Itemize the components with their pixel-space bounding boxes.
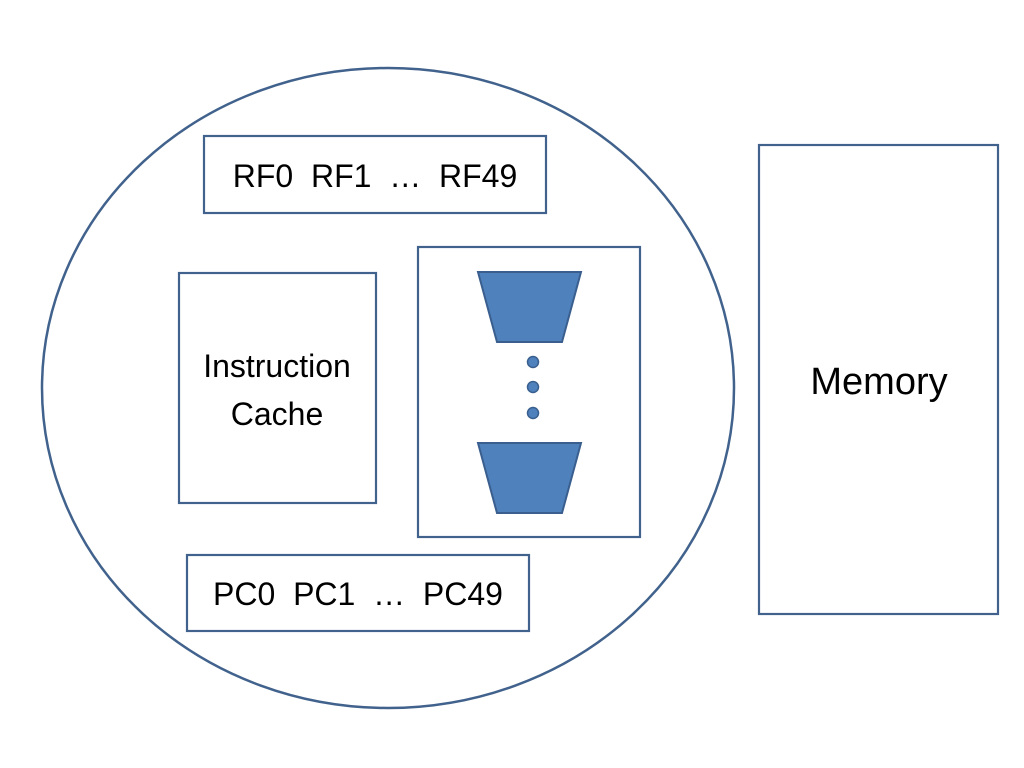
program-counters-label: PC0 PC1 … PC49	[213, 576, 503, 612]
register-file-box: RF0 RF1 … RF49	[202, 134, 548, 215]
pipeline-box	[416, 245, 642, 539]
pipeline-stage-bottom-trapezoid	[476, 442, 583, 514]
register-file-label: RF0 RF1 … RF49	[233, 158, 518, 194]
instruction-cache-box: Instruction Cache	[177, 271, 378, 505]
core-circle	[40, 66, 736, 710]
memory-box: Memory	[757, 143, 1000, 616]
ellipsis-dot-3	[526, 406, 540, 420]
pipeline-stage-top-trapezoid	[476, 271, 583, 343]
ellipsis-dot-2	[526, 380, 540, 394]
instruction-cache-label-line2: Cache	[231, 396, 324, 432]
program-counters-box: PC0 PC1 … PC49	[185, 553, 531, 633]
memory-label: Memory	[810, 361, 947, 403]
instruction-cache-label-line1: Instruction	[203, 348, 351, 384]
ellipsis-dot-1	[526, 355, 540, 369]
